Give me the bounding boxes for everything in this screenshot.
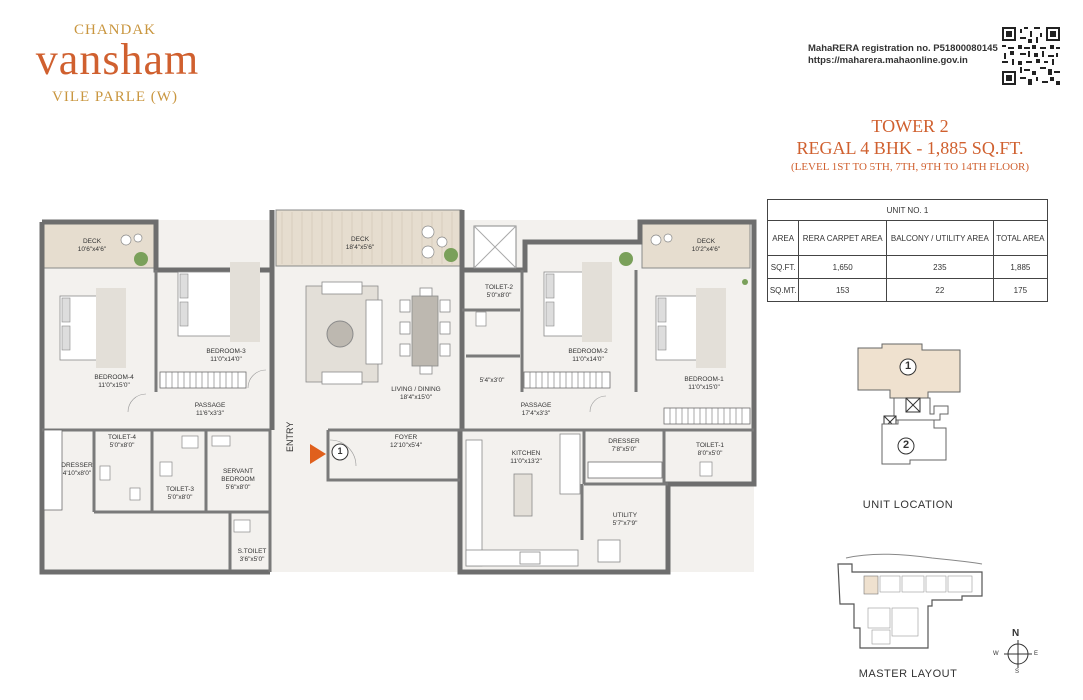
rera-registration: MahaRERA registration no. P51800080145 bbox=[808, 43, 998, 54]
unit-marker-circle bbox=[331, 443, 349, 461]
entry-unit-marker: 1 bbox=[337, 446, 343, 456]
table-cell: 175 bbox=[992, 278, 1049, 302]
compass-west: W bbox=[993, 651, 999, 657]
unit-type-title: REGAL 4 BHK - 1,885 SQ.FT. bbox=[796, 138, 1024, 158]
compass-north: N bbox=[1012, 628, 1020, 639]
unit-location-marker-2: 2 bbox=[902, 439, 910, 451]
brand-logo-name: vansham bbox=[35, 35, 200, 84]
table-header: TOTAL AREA bbox=[992, 220, 1049, 256]
table-header: BALCONY / UTILITY AREA bbox=[885, 220, 994, 256]
rera-website: https://maharera.mahaonline.gov.in bbox=[808, 55, 968, 66]
unit-location-marker-1: 1 bbox=[904, 360, 912, 372]
master-layout-plan bbox=[837, 553, 983, 649]
table-cell: 153 bbox=[798, 278, 887, 302]
entry-label: ENTRY bbox=[285, 421, 295, 452]
floor-levels: (LEVEL 1ST TO 5TH, 7TH, 9TH TO 14TH FLOO… bbox=[790, 161, 1030, 173]
table-header: AREA bbox=[766, 220, 800, 256]
area-table: UNIT NO. 1 AREA RERA CARPET AREA BALCONY… bbox=[766, 199, 1049, 302]
table-cell: SQ.MT. bbox=[766, 278, 800, 302]
master-layout-label: MASTER LAYOUT bbox=[858, 668, 958, 680]
tower-title: TOWER 2 bbox=[871, 116, 949, 136]
unit-location-key-plan bbox=[857, 343, 961, 465]
compass-east: E bbox=[1034, 651, 1039, 657]
room-label-small-passage: 5'4"x3'0" bbox=[479, 377, 505, 384]
compass-south: S bbox=[1015, 669, 1020, 675]
compass-icon bbox=[1004, 640, 1032, 668]
unit-1-marker bbox=[899, 358, 917, 376]
brand-top-text: CHANDAK bbox=[74, 22, 156, 38]
unit-2-marker bbox=[897, 437, 915, 455]
unit-location-label: UNIT LOCATION bbox=[862, 499, 954, 511]
qr-code-icon bbox=[1002, 27, 1060, 85]
brand-location: VILE PARLE (W) bbox=[52, 89, 178, 105]
entry-arrow-icon bbox=[310, 444, 326, 464]
table-cell: 22 bbox=[885, 278, 994, 302]
